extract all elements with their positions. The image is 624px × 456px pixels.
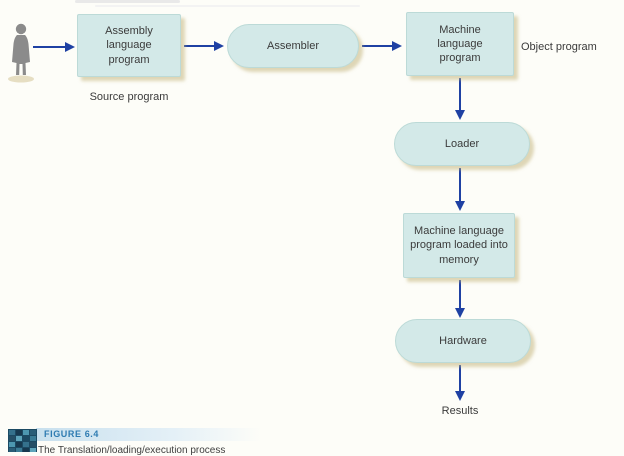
page-crop-artifact	[95, 5, 360, 7]
figure-label-bar	[36, 428, 286, 441]
node-loader: Loader	[394, 122, 530, 166]
figure-number-label: FIGURE 6.4	[44, 429, 100, 439]
page-crop-artifact	[75, 0, 180, 3]
node-machine-language-program: Machine language program	[406, 12, 514, 76]
node-assembly-language-program: Assembly language program	[77, 14, 181, 77]
arrow-assembly-to-assembler	[184, 41, 224, 51]
node-assembler: Assembler	[227, 24, 359, 68]
mosaic-thumbnail-icon	[8, 429, 37, 452]
figure-caption: The Translation/loading/execution proces…	[38, 445, 226, 456]
arrow-memory-to-hardware	[455, 280, 465, 318]
label-source-program: Source program	[89, 91, 169, 103]
node-hardware: Hardware	[395, 319, 531, 363]
person-silhouette-icon	[8, 23, 34, 83]
node-machine-language-loaded: Machine language program loaded into mem…	[403, 213, 515, 278]
arrow-hardware-to-results	[455, 365, 465, 401]
arrow-machine-to-loader	[455, 78, 465, 120]
arrow-user-to-assembly	[33, 42, 75, 52]
label-object-program: Object program	[521, 41, 597, 53]
label-results: Results	[441, 405, 479, 417]
arrow-loader-to-memory	[455, 168, 465, 211]
arrow-assembler-to-machine	[362, 41, 402, 51]
